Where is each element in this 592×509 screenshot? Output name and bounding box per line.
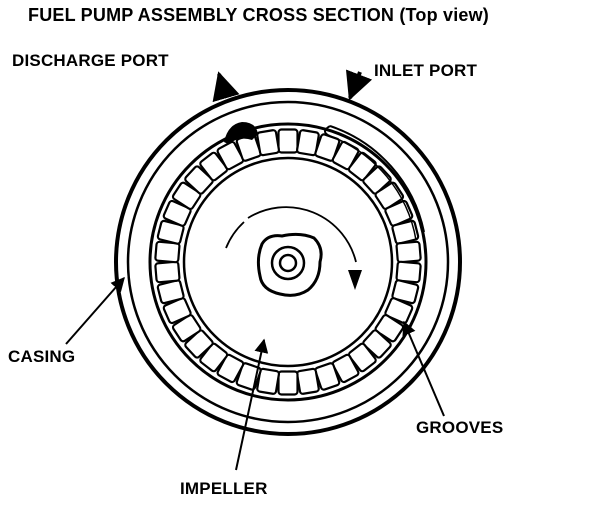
diagram-title: FUEL PUMP ASSEMBLY CROSS SECTION (Top vi…	[28, 5, 489, 25]
casing-label: CASING	[8, 347, 76, 366]
impeller-grooves	[154, 128, 422, 396]
impeller-groove	[256, 129, 280, 157]
rotation-arrow-icon	[225, 221, 245, 249]
impeller-groove	[277, 128, 299, 154]
inlet-channel-inner	[329, 135, 417, 241]
inlet-port-label: INLET PORT	[374, 61, 478, 80]
impeller-groove	[277, 370, 299, 396]
impeller-groove	[154, 260, 181, 284]
grooves-leader-arrow	[402, 320, 445, 417]
impeller-groove	[395, 240, 422, 264]
inlet-channel-end	[324, 125, 331, 137]
impeller-groove	[154, 240, 181, 264]
hub-bore-inner	[278, 253, 298, 273]
discharge-port-opening	[224, 122, 258, 144]
impeller-groove	[156, 279, 185, 305]
impeller-outer-ring	[148, 122, 428, 402]
rotation-arrowhead-icon	[348, 270, 362, 290]
discharge-arrow-icon	[212, 71, 240, 103]
impeller-leader-arrow	[235, 338, 269, 471]
casing-inner-ring	[126, 100, 450, 424]
impeller-groove	[395, 260, 422, 284]
grooves-label: GROOVES	[416, 418, 504, 437]
casing-outer-ring	[114, 88, 462, 436]
impeller-groove	[296, 367, 320, 395]
inlet-channel	[329, 125, 425, 233]
rotation-arrow-icon	[247, 206, 357, 263]
impeller-inner-ring	[182, 156, 394, 368]
impeller-hub	[256, 232, 323, 297]
hub-bore-outer	[270, 245, 306, 281]
inlet-arrow-icon	[345, 69, 373, 101]
casing-leader-arrow	[65, 276, 125, 345]
discharge-port-label: DISCHARGE PORT	[12, 51, 169, 70]
impeller-label: IMPELLER	[180, 479, 268, 498]
